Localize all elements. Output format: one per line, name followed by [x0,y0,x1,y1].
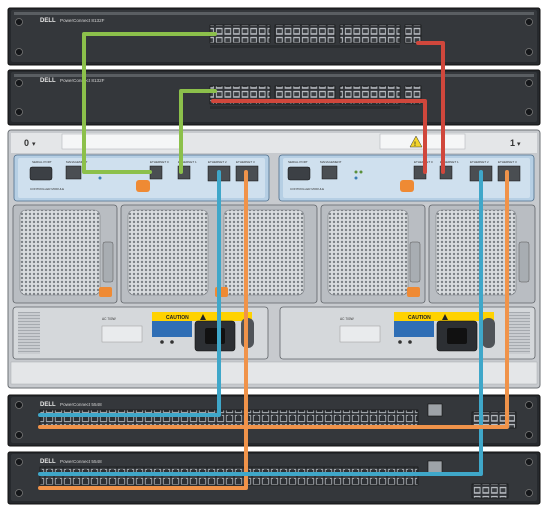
controller-label: ETHERNET 1 [440,160,459,164]
status-led [354,176,358,180]
orange-cable[interactable] [38,170,509,429]
management-port[interactable] [427,403,443,417]
rack-ear-screw [525,458,533,466]
sfp-port-block[interactable] [339,24,401,44]
psu-led [160,340,164,344]
rack-ear-screw [525,48,533,56]
top-switch-1: DELL PowerConnect 8132F [7,7,541,66]
fan-handle[interactable] [102,241,114,283]
release-latch[interactable] [136,180,150,192]
bottom-switch-1: DELL PowerConnect 5548 [7,394,541,447]
management-port[interactable] [321,165,338,180]
warning-triangle-icon [200,314,206,320]
switch-brand: DELL [40,402,56,408]
controller-status-text: CONTROLLER MODULE [30,187,64,191]
psu-handle[interactable] [482,318,495,348]
status-led [359,170,363,174]
controller-label: MANAGEMENT [320,160,342,164]
rack-ear-screw [15,18,23,26]
slot-label-left: 0 [24,138,29,148]
rack-ear-screw [525,431,533,439]
serial-port[interactable] [29,166,53,181]
sfp-port-block[interactable] [471,483,509,499]
rack-ear-screw [525,108,533,116]
bottom-switch-2: DELL PowerConnect 5548 [7,451,541,505]
controller-port-label: ETHERNET 3 [498,160,517,164]
rack-ear-screw [15,431,23,439]
slot-label-right: 1 [510,138,515,148]
green-cable[interactable] [179,89,217,174]
rack-ear-screw [15,48,23,56]
controller-label: ETHERNET 0 [150,160,169,164]
release-latch[interactable] [215,287,228,297]
psu-led [408,340,412,344]
storage-array: 0 ▾ 1 ▾ ! SERIAL PORT MANAGEMENT ETHERNE… [7,129,541,389]
controller-module-left[interactable]: SERIAL PORT MANAGEMENT ETHERNET 0 ETHERN… [13,154,270,202]
release-latch[interactable] [99,287,112,297]
orange-cable[interactable] [38,170,248,490]
psu-led [398,340,402,344]
top-switch-2: DELL PowerConnect 8132F [7,69,541,126]
svg-text:!: ! [414,142,416,148]
rack-ear-screw [15,458,23,466]
psu-rating: AC 700W [102,317,116,321]
psu-rating: AC 700W [340,317,354,321]
blue-cable[interactable] [38,170,221,417]
status-led [354,170,358,174]
cable-layer [38,32,509,490]
fan-module-3[interactable] [320,204,426,304]
sfp-port-block[interactable] [274,24,336,44]
chevron-down-icon: ▾ [32,141,36,148]
switch-model: PowerConnect 5548 [60,402,102,407]
rack-ear-screw [525,79,533,87]
status-led [98,176,102,180]
red-cable[interactable] [211,99,427,174]
controller-status-text: CONTROLLER MODULE [290,187,324,191]
switch-model: PowerConnect 8132F [60,18,105,23]
controller-port-label: ETHERNET 2 [208,160,227,164]
warning-triangle-icon [409,135,423,148]
fan-handle[interactable] [409,241,421,283]
caution-label: CAUTION [166,315,189,321]
rack-ear-screw [15,401,23,409]
management-port[interactable] [427,460,443,474]
rack-ear-screw [525,18,533,26]
controller-module-right[interactable]: SERIAL PORT MANAGEMENT ETHERNET 0 ETHERN… [278,154,535,202]
release-latch[interactable] [400,180,414,192]
red-cable[interactable] [416,41,445,174]
psu-led [170,340,174,344]
management-port[interactable] [65,165,82,180]
controller-port-label: ETHERNET 3 [236,160,255,164]
controller-label: MANAGEMENT [66,160,88,164]
controller-label: SERIAL PORT [32,160,52,164]
controller-port-label: ETHERNET 2 [470,160,489,164]
rack-ear-screw [15,489,23,497]
power-supply-left[interactable]: AC 700W CAUTION [12,306,269,360]
power-supply-right[interactable]: AC 700W CAUTION [279,306,536,360]
rack-ear-screw [525,489,533,497]
caution-label: CAUTION [408,315,431,321]
serial-port[interactable] [287,166,311,181]
rack-ear-screw [15,108,23,116]
release-latch[interactable] [407,287,420,297]
fan-module-1[interactable] [12,204,118,304]
rack-ear-screw [525,401,533,409]
chevron-down-icon: ▾ [517,141,521,148]
switch-model: PowerConnect 5548 [60,459,102,464]
sfp-port-block[interactable] [404,24,422,44]
switch-brand: DELL [40,18,56,24]
switch-brand: DELL [40,78,56,84]
green-cable[interactable] [82,32,217,174]
sfp-port-block[interactable] [209,24,271,44]
fan-handle[interactable] [518,241,530,283]
controller-label: SERIAL PORT [288,160,308,164]
warning-triangle-icon [442,314,448,320]
rack-ear-screw [15,79,23,87]
controller-label: ETHERNET 1 [178,160,197,164]
blue-cable[interactable] [38,170,483,476]
switch-brand: DELL [40,459,56,465]
